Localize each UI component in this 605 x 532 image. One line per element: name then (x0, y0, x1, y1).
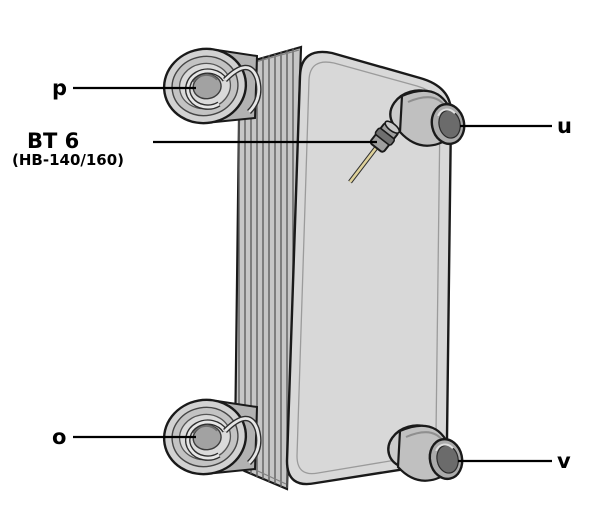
temperature-sensor-bt6 (348, 120, 401, 184)
callout-label-v: v (557, 449, 571, 473)
callout-label-p: p (52, 76, 68, 100)
callout-label-bt6: BT 6 (27, 129, 80, 153)
port-p-flange (158, 42, 259, 129)
callout-label-u: u (557, 114, 572, 138)
callout-label-o: o (52, 425, 67, 449)
callout-label-bt6-sublabel: (HB-140/160) (12, 151, 125, 169)
